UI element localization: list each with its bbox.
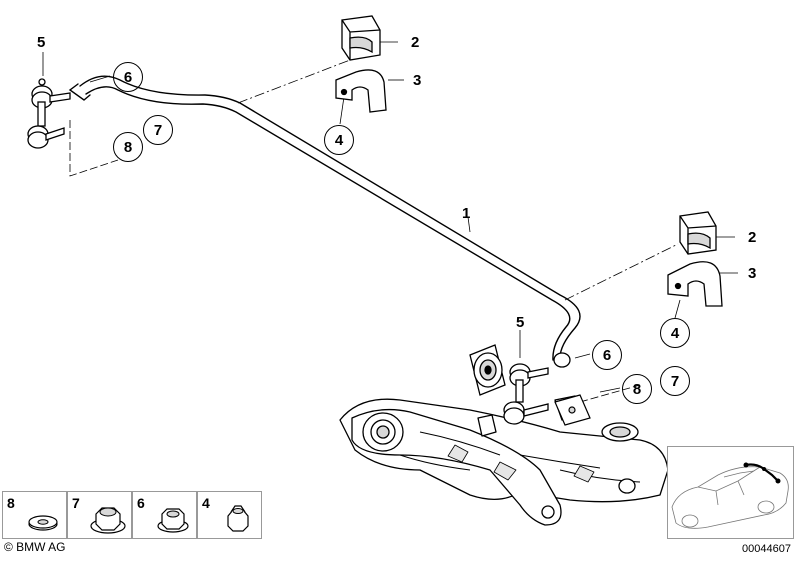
callout-7-circle-left: 7 [143,115,173,145]
callout-7-circle-right: 7 [660,366,690,396]
callout-2-label-right: 2 [748,229,757,246]
washer-icon [28,515,58,531]
callout-2-label-top: 2 [411,34,420,51]
rubber-mount-right [679,211,717,255]
subframe-bushing [469,344,506,396]
callout-3-label-right: 3 [748,265,757,282]
clamp-right [667,261,723,307]
legend-cell-washer: 8 [2,491,67,539]
car-outline-icon [671,462,789,529]
hex-nut-icon [157,508,189,533]
callout-4-circle-right: 4 [660,318,690,348]
callout-8-circle-left: 8 [113,132,143,162]
legend-number: 6 [137,495,145,511]
rubber-mount-upper [341,15,381,61]
callout-5-label-center: 5 [516,314,525,331]
vehicle-location-thumbnail [667,446,794,539]
bracket-right [554,394,591,426]
callout-4-circle-top: 4 [324,125,354,155]
callout-3-label-top: 3 [413,72,422,89]
callout-1-label: 1 [462,205,471,222]
catalog-number: 00044607 [742,543,791,555]
rear-axle-subframe [339,395,669,526]
callout-8-circle-right: 8 [622,374,652,404]
callout-6-circle-left: 6 [113,62,143,92]
coupling-link-left [27,78,71,149]
clamp-upper [335,69,387,113]
legend-cell-hex-nut: 6 [132,491,197,539]
legend-cell-self-locking-nut: 4 [197,491,262,539]
self-locking-nut-icon [227,505,249,532]
legend-number: 4 [202,495,210,511]
leader-lines [42,41,738,403]
legend-number: 7 [72,495,80,511]
legend-number: 8 [7,495,15,511]
collar-nut-icon [90,507,126,534]
copyright-text: © BMW AG [4,540,66,554]
callout-6-circle-center: 6 [592,340,622,370]
legend-cell-collar-nut: 7 [67,491,132,539]
callout-5-label-left: 5 [37,34,46,51]
coupling-link-center [503,352,571,425]
